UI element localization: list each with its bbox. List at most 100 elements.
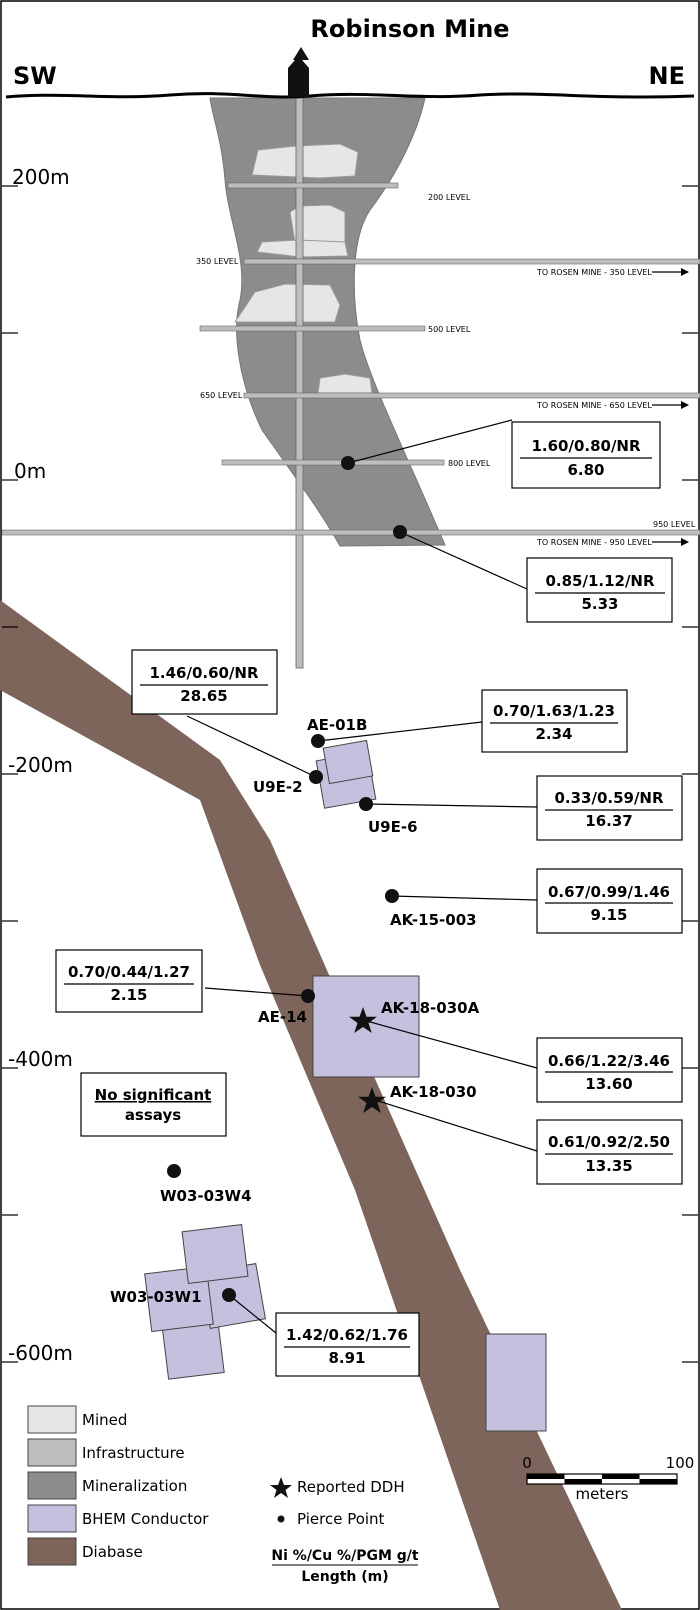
depth-label: 200m bbox=[12, 165, 70, 189]
headframe-icon bbox=[288, 60, 309, 97]
legend-swatch-conductor bbox=[27, 1504, 77, 1533]
legend-star-icon bbox=[270, 1477, 292, 1498]
legend-label-infrastructure: Infrastructure bbox=[82, 1444, 185, 1462]
rosen-label-950: TO ROSEN MINE - 950 LEVEL bbox=[536, 538, 652, 547]
assay-grade: 0.66/1.22/3.46 bbox=[548, 1052, 670, 1070]
level-label-500: 500 LEVEL bbox=[428, 325, 471, 334]
assay-length: 2.15 bbox=[110, 986, 147, 1004]
mined-stope bbox=[251, 143, 359, 179]
legend: Mined Infrastructure Mineralization BHEM… bbox=[27, 1405, 419, 1585]
assay-box-ak18030: 0.61/0.92/2.50 13.35 bbox=[536, 1119, 683, 1185]
level-800 bbox=[221, 459, 445, 466]
assay-box-800: 1.60/0.80/NR 6.80 bbox=[511, 421, 661, 489]
hole-label-w0303w4: W03-03W4 bbox=[160, 1187, 252, 1205]
assay-grade: 1.42/0.62/1.76 bbox=[286, 1326, 408, 1344]
hole-label-w0303w1: W03-03W1 bbox=[110, 1288, 202, 1306]
level-label-800: 800 LEVEL bbox=[448, 459, 491, 468]
assay-box-950: 0.85/1.12/NR 5.33 bbox=[526, 557, 673, 623]
legend-units: Ni %/Cu %/PGM g/t bbox=[271, 1548, 418, 1564]
pierce-point-u9e2 bbox=[309, 770, 323, 784]
assay-length: 5.33 bbox=[581, 595, 618, 613]
level-650 bbox=[243, 392, 700, 399]
legend-swatch-infrastructure bbox=[27, 1438, 77, 1467]
direction-sw: SW bbox=[13, 62, 57, 90]
legend-dot-icon bbox=[277, 1515, 285, 1523]
level-350 bbox=[243, 258, 700, 265]
legend-label-mineralization: Mineralization bbox=[82, 1477, 187, 1495]
pierce-points bbox=[167, 456, 407, 1302]
scale-bar: 0 100 meters bbox=[522, 1454, 694, 1503]
pierce-point-ae14 bbox=[301, 989, 315, 1003]
arrow-right-icon bbox=[681, 268, 689, 276]
pierce-point-ae01b bbox=[311, 734, 325, 748]
assay-grade: 0.70/1.63/1.23 bbox=[493, 702, 615, 720]
conductor-group-u9e bbox=[315, 739, 377, 809]
depth-label: 0m bbox=[14, 459, 46, 483]
hole-label-u9e6: U9E-6 bbox=[368, 818, 418, 836]
pierce-point-ak15003 bbox=[385, 889, 399, 903]
legend-label-conductor: BHEM Conductor bbox=[82, 1510, 209, 1528]
pierce-point-w0303w1 bbox=[222, 1288, 236, 1302]
depth-label: -200m bbox=[8, 753, 73, 777]
assay-box-ae14: 0.70/0.44/1.27 2.15 bbox=[55, 949, 203, 1013]
arrow-right-icon bbox=[681, 401, 689, 409]
assay-box-w0303w4: No significant assays bbox=[80, 1072, 227, 1137]
diabase-dyke bbox=[0, 600, 622, 1610]
pierce-point-w0303w4 bbox=[167, 1164, 181, 1178]
assay-length: 6.80 bbox=[567, 461, 604, 479]
assay-grade: 1.60/0.80/NR bbox=[531, 437, 641, 455]
ground-surface bbox=[5, 92, 695, 99]
assay-grade: 0.85/1.12/NR bbox=[545, 572, 655, 590]
mined-stope bbox=[234, 283, 341, 323]
hole-label-ak15003: AK-15-003 bbox=[390, 911, 477, 929]
legend-label-diabase: Diabase bbox=[82, 1543, 143, 1561]
hole-label-u9e2: U9E-2 bbox=[253, 778, 303, 796]
assay-length: 28.65 bbox=[180, 687, 227, 705]
assay-length: 13.35 bbox=[585, 1157, 632, 1175]
assay-box-u9e6: 0.33/0.59/NR 16.37 bbox=[536, 775, 683, 841]
diagram-title: Robinson Mine bbox=[310, 15, 509, 43]
legend-swatch-diabase bbox=[27, 1537, 77, 1566]
level-label-650: 650 LEVEL bbox=[200, 391, 243, 400]
legend-length: Length (m) bbox=[301, 1569, 388, 1585]
bhem-conductor bbox=[322, 739, 374, 785]
assay-box-w0303w1: 1.42/0.62/1.76 8.91 bbox=[275, 1312, 420, 1377]
assay-box-ae01b: 0.70/1.63/1.23 2.34 bbox=[481, 689, 628, 753]
direction-ne: NE bbox=[649, 62, 685, 90]
assay-grade: 0.67/0.99/1.46 bbox=[548, 883, 670, 901]
hole-label-ae01b: AE-01B bbox=[307, 716, 367, 734]
rosen-label-350: TO ROSEN MINE - 350 LEVEL bbox=[536, 268, 652, 277]
assay-length: 9.15 bbox=[590, 906, 627, 924]
assay-grade: 0.33/0.59/NR bbox=[554, 789, 664, 807]
star-icon-ak18030 bbox=[358, 1087, 386, 1113]
hole-label-ak18030a: AK-18-030A bbox=[381, 999, 480, 1017]
assay-note-line2: assays bbox=[125, 1106, 181, 1124]
legend-label-ddh: Reported DDH bbox=[297, 1478, 405, 1496]
level-950 bbox=[1, 529, 700, 536]
headframe-arrow-icon bbox=[293, 47, 309, 60]
pierce-point-800 bbox=[341, 456, 355, 470]
assay-grade: 1.46/0.60/NR bbox=[149, 664, 259, 682]
assay-length: 13.60 bbox=[585, 1075, 632, 1093]
hole-label-ae14: AE-14 bbox=[258, 1008, 307, 1026]
bhem-conductor bbox=[485, 1333, 547, 1432]
mined-stope bbox=[317, 373, 373, 394]
arrow-right-icon bbox=[681, 538, 689, 546]
bhem-conductor bbox=[181, 1223, 249, 1285]
depth-label: -400m bbox=[8, 1047, 73, 1071]
legend-swatch-mined bbox=[27, 1405, 77, 1434]
scale-unit: meters bbox=[576, 1485, 629, 1503]
depth-ticks bbox=[2, 185, 698, 1363]
depth-label: -600m bbox=[8, 1341, 73, 1365]
legend-swatch-mineralization bbox=[27, 1471, 77, 1500]
assay-note-line1: No significant bbox=[95, 1086, 212, 1104]
assay-length: 2.34 bbox=[535, 725, 572, 743]
assay-grade: 0.61/0.92/2.50 bbox=[548, 1133, 670, 1151]
level-200 bbox=[227, 182, 399, 189]
assay-length: 8.91 bbox=[328, 1349, 365, 1367]
assay-box-u9e2: 1.46/0.60/NR 28.65 bbox=[131, 649, 278, 715]
scale-start: 0 bbox=[522, 1454, 532, 1472]
assay-length: 16.37 bbox=[585, 812, 632, 830]
